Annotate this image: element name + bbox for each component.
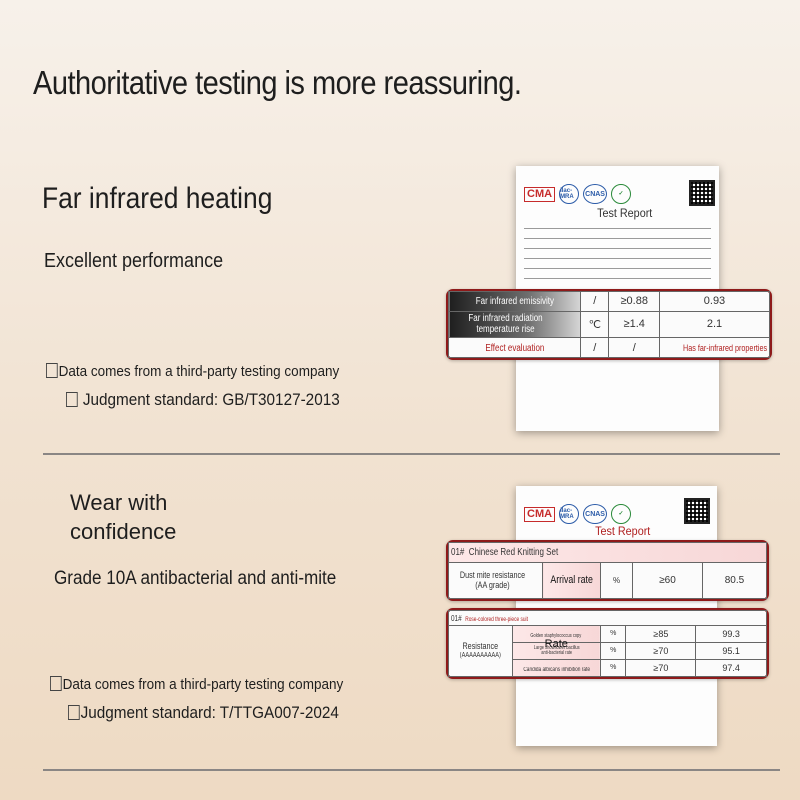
page-headline: Authoritative testing is more reassuring… bbox=[33, 64, 522, 101]
table-row: 01# Rose-colored three-piece suit bbox=[448, 610, 767, 626]
table-row: Far infrared radiation temperature rise … bbox=[448, 310, 771, 339]
glyph-icon bbox=[66, 392, 78, 407]
cma-logo: CMA bbox=[524, 506, 556, 522]
cnas-logo: CNAS bbox=[583, 184, 608, 204]
section1-note-source: Data comes from a third-party testing co… bbox=[46, 363, 339, 380]
glyph-icon bbox=[50, 676, 62, 691]
section1-note-standard: Judgment standard: GB/T30127-2013 bbox=[66, 390, 340, 410]
ilac-logo: ilac-MRA bbox=[559, 184, 580, 204]
report-text-lines bbox=[524, 228, 711, 288]
table-row: Far infrared emissivity / ≥0.88 0.93 bbox=[448, 291, 771, 312]
table-row: 01# Chinese Red Knitting Set bbox=[448, 542, 767, 563]
table-row: Dust mite resistance (AA grade) Arrival … bbox=[448, 561, 768, 600]
table-row: Resistance(AAAAAAAAAA) Golden staphyloco… bbox=[448, 624, 767, 678]
anti-mite-results-table: 01# Chinese Red Knitting Set Dust mite r… bbox=[446, 540, 769, 601]
cma-logo: CMA bbox=[524, 186, 556, 202]
report-logos: CMA ilac-MRA CNAS ✓ bbox=[524, 504, 632, 524]
certified-check-icon: ✓ bbox=[611, 184, 632, 204]
glyph-icon bbox=[68, 705, 80, 720]
section-divider bbox=[43, 453, 780, 455]
section2-note-source: Data comes from a third-party testing co… bbox=[50, 676, 343, 693]
antibacterial-results-table: 01# Rose-colored three-piece suit Resist… bbox=[446, 608, 769, 679]
qr-code-icon bbox=[684, 498, 710, 524]
section2-note-standard: Judgment standard: T/TTGA007-2024 bbox=[68, 703, 339, 723]
report-logos: CMA ilac-MRA CNAS ✓ bbox=[524, 184, 632, 204]
table-row: Effect evaluation / / Has far-infrared p… bbox=[448, 337, 771, 358]
report-title: Test Report bbox=[595, 524, 651, 538]
section2-title: Wear with confidence bbox=[70, 490, 177, 544]
section-divider bbox=[43, 769, 780, 771]
certified-check-icon: ✓ bbox=[611, 504, 632, 524]
report-title: Test Report bbox=[597, 206, 653, 220]
section1-title: Far infrared heating bbox=[42, 182, 273, 215]
glyph-icon bbox=[46, 363, 58, 378]
qr-code-icon bbox=[689, 180, 715, 206]
far-infrared-results-table: Far infrared emissivity / ≥0.88 0.93 Far… bbox=[446, 289, 772, 360]
ilac-logo: ilac-MRA bbox=[559, 504, 580, 524]
section1-subtitle: Excellent performance bbox=[44, 250, 224, 272]
table-row: Candida albicans inhibition rate % ≥70 9… bbox=[449, 658, 767, 678]
section2-subtitle: Grade 10A antibacterial and anti-mite bbox=[54, 568, 337, 589]
cnas-logo: CNAS bbox=[583, 504, 608, 524]
